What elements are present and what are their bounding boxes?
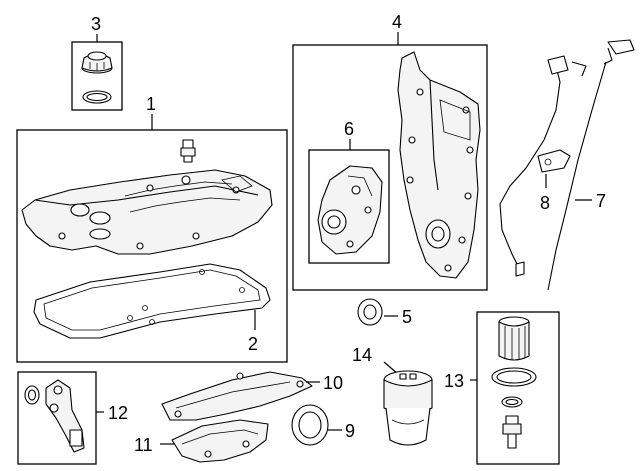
front-crank-seal: [357, 298, 383, 326]
part-8-dipstick-tube-group: 8: [499, 55, 587, 277]
callout-9: 9: [345, 421, 355, 441]
oil-baffle: [161, 371, 313, 421]
oil-filler-cap: [81, 51, 113, 74]
part-4-timing-cover-group: 4 6: [292, 12, 488, 291]
part-11-group: 11: [134, 419, 269, 463]
cap-gasket: [82, 90, 112, 104]
timing-chain-cover: [397, 51, 481, 279]
part-10-group: 10: [161, 371, 343, 421]
part-12-group: 12: [17, 371, 128, 465]
part-5-seal-group: 5: [357, 298, 412, 327]
part-13-box: [476, 311, 560, 465]
small-o-ring: [501, 396, 523, 408]
valve-cover: [21, 169, 273, 255]
callout-13: 13: [444, 371, 464, 391]
pcv-valve: [180, 139, 196, 163]
part-12-box: [17, 371, 97, 465]
callout-8: 8: [540, 193, 550, 213]
part-7-dipstick-group: 7: [547, 39, 635, 291]
dipstick: [547, 39, 635, 291]
callout-5: 5: [402, 307, 412, 327]
oil-pan: [171, 419, 269, 463]
oil-filter-adapter: [45, 379, 85, 453]
dipstick-tube: [499, 55, 587, 277]
part-6-box: [308, 149, 390, 264]
callout-14: 14: [352, 345, 372, 365]
callout-3: 3: [91, 14, 101, 34]
callout-6: 6: [344, 119, 354, 139]
callout-7: 7: [596, 191, 606, 211]
part-14-group: 14: [352, 345, 433, 446]
callout-4: 4: [392, 12, 402, 32]
callout-1: 1: [146, 94, 156, 114]
drain-plug: [502, 415, 522, 449]
part-13-group: 13: [444, 311, 560, 465]
callout-10: 10: [323, 373, 343, 393]
callout-11: 11: [134, 435, 153, 455]
o-ring: [24, 385, 40, 405]
part-9-group: 9: [291, 404, 355, 446]
part-1-valve-cover-group: 1: [16, 94, 288, 363]
part-4-box: [292, 44, 488, 291]
oil-filter-housing: [383, 370, 433, 446]
valve-cover-gasket: [33, 263, 271, 339]
water-pump: [317, 165, 383, 255]
oil-filter-element: [498, 316, 530, 361]
part-3-oil-filler-cap-group: 3: [71, 14, 123, 111]
large-o-ring: [491, 367, 537, 387]
callout-2: 2: [248, 334, 258, 354]
callout-12: 12: [108, 403, 128, 423]
rear-main-seal: [291, 404, 329, 446]
